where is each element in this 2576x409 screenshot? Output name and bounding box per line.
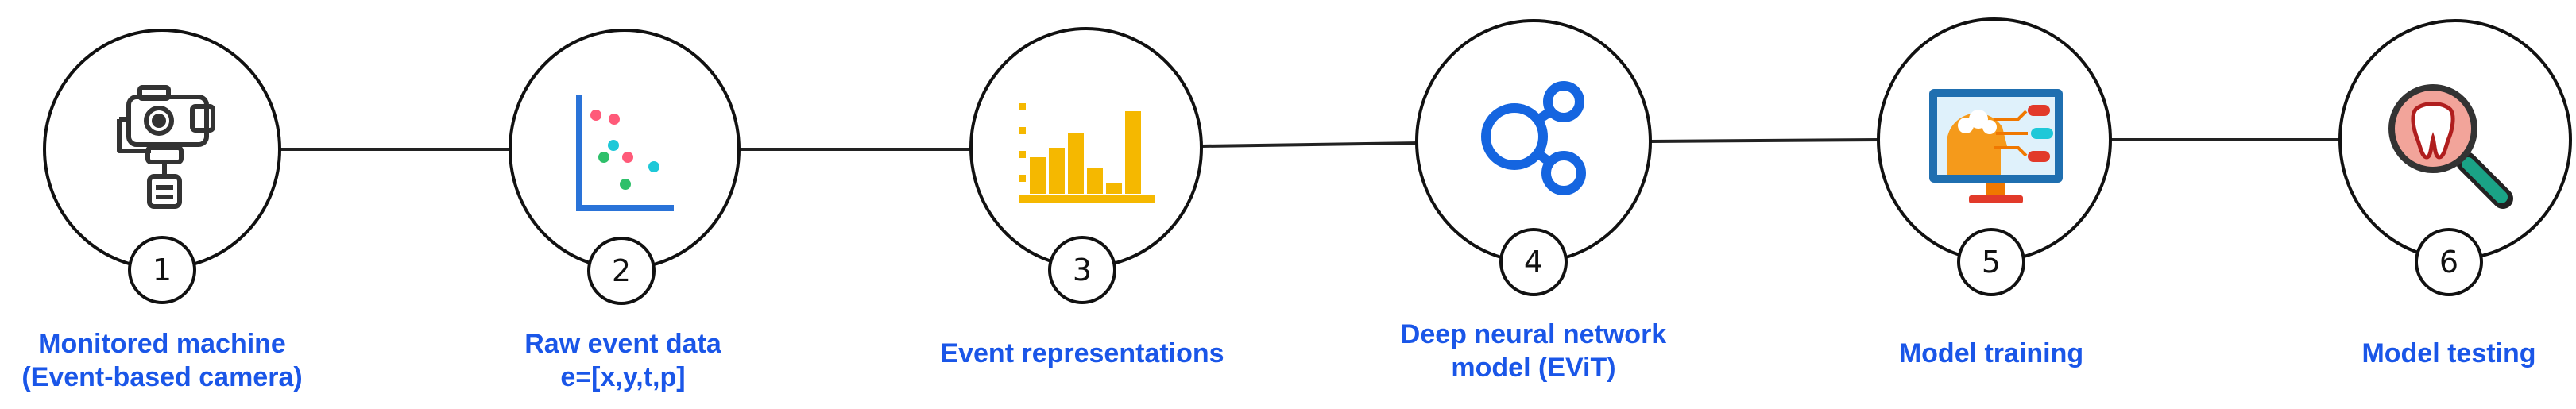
step-4-label: Deep neural network model (EViT) [1311, 318, 1756, 384]
step-6-label-line-1: Model testing [2361, 338, 2536, 368]
step-5-label: Model training [1769, 337, 2214, 370]
step-4-number: 4 [1524, 245, 1543, 280]
step-3-circle [969, 27, 1203, 268]
ai-monitor-icon [1929, 89, 2063, 203]
step-2-badge [587, 237, 656, 305]
step-4-label-line-2: model (EViT) [1451, 353, 1616, 383]
step-3-label-line-1: Event representations [940, 338, 1224, 368]
step-4-label-line-1: Deep neural network [1400, 319, 1667, 349]
neural-network-icon [1481, 81, 1586, 195]
step-5-number: 5 [1982, 245, 2001, 280]
step-1-label: Monitored machine (Event-based camera) [0, 327, 385, 394]
step-5-label-line-1: Model training [1898, 338, 2084, 368]
step-4-badge [1499, 228, 1568, 296]
connector-lines [280, 138, 2340, 151]
step-6-label: Model testing [2226, 337, 2576, 370]
bar-chart-icon [1019, 103, 1155, 203]
step-1-label-line-1: Monitored machine [38, 329, 286, 359]
tooth-magnifier-icon [2388, 84, 2513, 209]
step-2-number: 2 [612, 253, 631, 288]
step-2-label-line-2: e=[x,y,t,p] [560, 362, 686, 392]
step-3-number: 3 [1073, 253, 1092, 287]
number-badges: 1 2 3 4 5 6 [128, 228, 2483, 305]
step-3-badge [1048, 236, 1116, 304]
step-3-label: Event representations [860, 337, 1305, 370]
step-6-number: 6 [2439, 245, 2458, 280]
step-2-label-line-1: Raw event data [524, 329, 721, 359]
step-2-circle [509, 29, 741, 270]
step-6-badge [2415, 228, 2483, 296]
scatter-plot-icon [576, 95, 674, 211]
connector-4-5 [1650, 138, 1880, 143]
step-2-label: Raw event data e=[x,y,t,p] [400, 327, 845, 394]
step-1-number: 1 [153, 253, 172, 287]
step-4-circle [1415, 19, 1652, 264]
step-1-badge [128, 236, 196, 304]
step-5-badge [1957, 228, 2025, 296]
event-camera-icon [117, 85, 215, 209]
step-1-label-line-2: (Event-based camera) [21, 362, 303, 392]
connector-3-4 [1201, 141, 1419, 148]
